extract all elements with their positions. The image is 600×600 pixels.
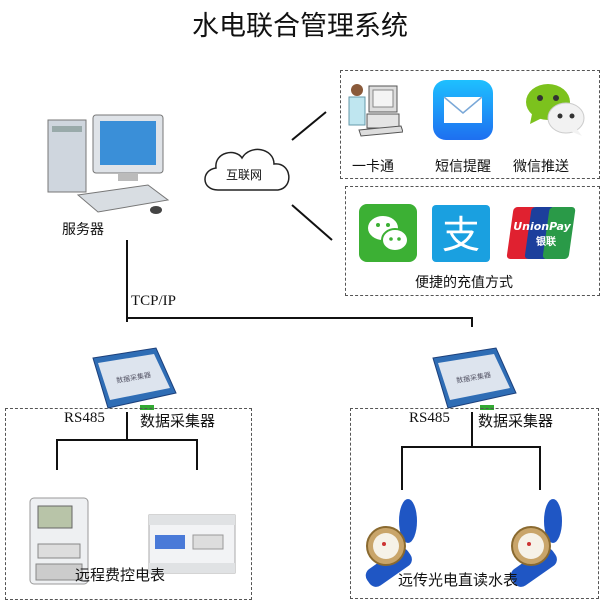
water-meter-icon: [510, 499, 562, 587]
data-collector-device-left: 数据采集器: [92, 347, 177, 410]
service-label-wechat-push: 微信推送: [513, 159, 569, 175]
wechat-bubbles-icon: [526, 84, 585, 136]
rs485-label-left: RS485: [64, 410, 105, 426]
svg-text:支: 支: [442, 213, 480, 257]
collector-label-left: 数据采集器: [140, 412, 216, 430]
internet-cloud-icon: [204, 148, 290, 191]
payment-label: 便捷的充值方式: [415, 275, 513, 291]
alipay-icon: 支: [432, 205, 490, 262]
svg-text:UnionPay: UnionPay: [513, 220, 571, 233]
data-collector-device-right: 数据采集器: [432, 347, 517, 410]
tcpip-label: TCP/IP: [131, 293, 177, 309]
din-rail-electric-meter-icon: [148, 514, 236, 574]
card-terminal-icon: [348, 84, 403, 137]
internet-label: 互联网: [226, 168, 263, 182]
svg-text:银联: 银联: [536, 235, 556, 248]
page-title: 水电联合管理系统: [192, 11, 408, 42]
server-label: 服务器: [62, 222, 104, 238]
service-label-card: 一卡通: [352, 159, 394, 175]
water-meter-label: 远传光电直读水表: [398, 571, 519, 589]
water-meter-group: [350, 408, 599, 599]
service-label-sms: 短信提醒: [435, 159, 491, 175]
electric-meter-label: 远程费控电表: [75, 566, 166, 584]
collector-label-right: 数据采集器: [478, 412, 554, 430]
mail-icon: [433, 80, 493, 140]
wechat-pay-icon: [359, 204, 417, 262]
water-meter-icon: [365, 499, 417, 587]
prepaid-electric-meter-icon: [29, 497, 89, 585]
unionpay-logo-icon: UnionPay 银联: [506, 207, 576, 259]
rs485-label-right: RS485: [409, 410, 450, 426]
server-computer-icon: [47, 114, 170, 214]
